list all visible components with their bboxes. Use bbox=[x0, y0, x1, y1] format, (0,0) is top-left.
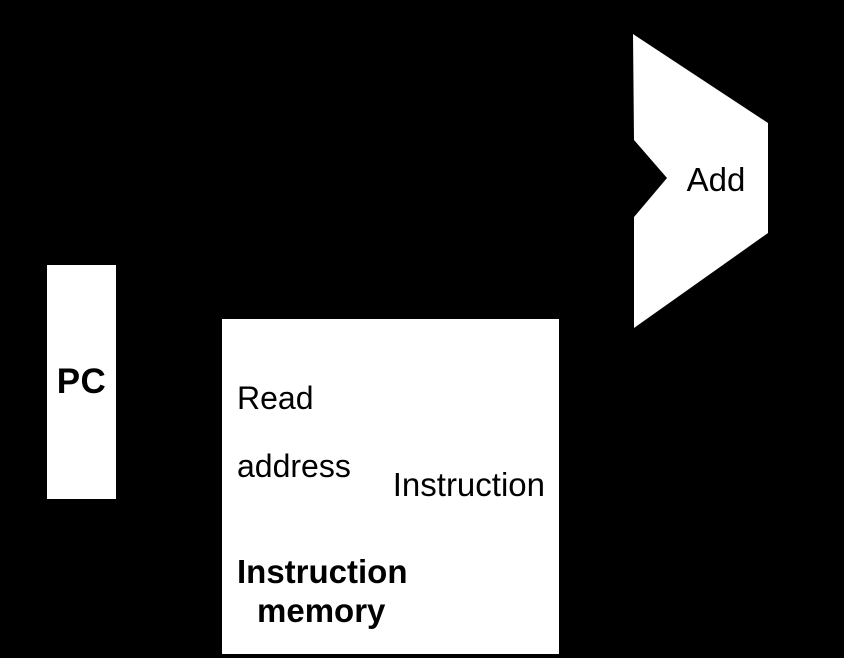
pc-register-label: PC bbox=[56, 362, 107, 401]
adder-alu-shape bbox=[633, 34, 768, 328]
instruction-memory-title-line2: memory bbox=[257, 592, 386, 629]
adder-label: Add bbox=[686, 161, 746, 198]
read-address-port-label: Read address bbox=[237, 347, 351, 483]
instruction-memory-title: Instruction memory bbox=[237, 552, 408, 630]
adder-unit: Add bbox=[632, 33, 769, 329]
instruction-memory-box: Read address Instruction Instruction mem… bbox=[222, 319, 559, 654]
read-address-line1: Read bbox=[237, 380, 314, 416]
instruction-output-port-label: Instruction bbox=[392, 466, 545, 503]
instruction-memory-title-line1: Instruction bbox=[237, 553, 408, 590]
read-address-line2: address bbox=[237, 448, 351, 484]
pc-register-box: PC bbox=[47, 265, 116, 499]
